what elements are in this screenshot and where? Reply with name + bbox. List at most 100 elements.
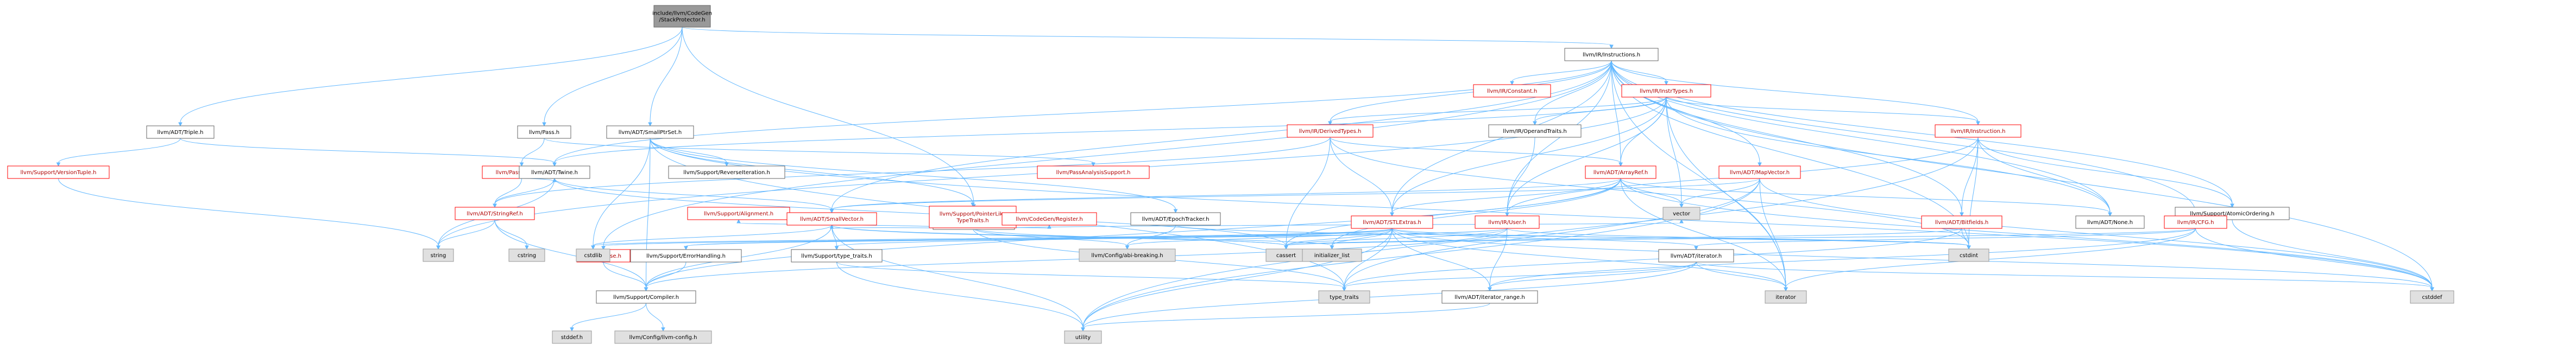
node-label: llvm/IR/Constant.h: [1487, 88, 1537, 94]
node-versiontuple[interactable]: llvm/Support/VersionTuple.h: [7, 165, 110, 179]
edge-stlextras-to-initlist: [1330, 228, 1393, 250]
edge-root-to-smallptrset: [648, 27, 683, 127]
edge-line: [1681, 178, 1760, 205]
edge-atomicordering-to-cstddef: [2232, 219, 2434, 292]
node-passanalysissupport[interactable]: llvm/PassAnalysisSupport.h: [1037, 165, 1150, 179]
node-cstdint: cstdint: [1948, 248, 1989, 262]
edge-insttypes-to-vector: [1666, 97, 1684, 208]
edge-line: [1507, 97, 1667, 213]
node-insttypes[interactable]: llvm/IR/InstrTypes.h: [1621, 84, 1711, 98]
edge-triple-to-versiontuple: [56, 138, 181, 167]
edge-line: [1759, 178, 2433, 288]
node-reverseiteration[interactable]: llvm/Support/ReverseIteration.h: [668, 165, 785, 179]
node-label: TypeTraits.h: [956, 218, 988, 224]
node-derivedtypes[interactable]: llvm/IR/DerivedTypes.h: [1287, 124, 1374, 138]
node-errorhandling[interactable]: llvm/Support/ErrorHandling.h: [630, 249, 742, 263]
edge-arrowhead: [1505, 212, 1509, 217]
node-box: [423, 248, 454, 262]
node-box: [1662, 207, 1700, 220]
node-label: llvm/ADT/EpochTracker.h: [1142, 216, 1210, 222]
node-label: llvm/IR/InstrTypes.h: [1640, 88, 1693, 94]
node-box: [2164, 215, 2227, 229]
node-twine[interactable]: llvm/ADT/Twine.h: [519, 165, 590, 179]
node-label: llvm/ADT/iterator_range.h: [1454, 295, 1525, 301]
node-label: llvm/IR/DerivedTypes.h: [1299, 129, 1362, 135]
edge-line: [58, 138, 181, 163]
edge-arrowhead: [1488, 287, 1492, 292]
edge-line: [554, 97, 1667, 163]
edge-line: [646, 138, 651, 288]
node-pass[interactable]: llvm/Pass.h: [517, 125, 571, 139]
node-box: [614, 330, 712, 344]
node-iterator[interactable]: llvm/ADT/iterator.h: [1658, 249, 1734, 263]
node-user[interactable]: llvm/IR/User.h: [1475, 215, 1540, 229]
node-box: [146, 125, 215, 139]
node-typetraitsllvm[interactable]: llvm/Support/type_traits.h: [791, 249, 883, 263]
node-label: llvm/Support/ErrorHandling.h: [646, 253, 726, 259]
edge-root-to-instructions: [682, 27, 1614, 49]
node-mapvector[interactable]: llvm/ADT/MapVector.h: [1718, 165, 1801, 179]
node-label: cassert: [1276, 253, 1296, 259]
node-stringref[interactable]: llvm/ADT/StringRef.h: [455, 207, 535, 220]
edge-line: [1286, 137, 1331, 246]
edge-line: [650, 138, 727, 163]
node-operandtraits[interactable]: llvm/IR/OperandTraits.h: [1488, 124, 1582, 138]
node-instructions[interactable]: llvm/IR/Instructions.h: [1564, 48, 1659, 61]
edge-line: [603, 261, 646, 288]
node-smallvector[interactable]: llvm/ADT/SmallVector.h: [786, 212, 877, 226]
node-label: iterator: [1775, 295, 1796, 301]
edge-line: [832, 178, 1621, 210]
edge-arrowhead: [661, 327, 665, 332]
node-box: [1621, 84, 1711, 98]
edge-line: [1330, 137, 1969, 246]
edge-line: [1611, 60, 2233, 205]
edge-line: [1082, 228, 1393, 328]
edge-arrowhead: [829, 209, 834, 214]
node-iteratorstd: iterator: [1765, 290, 1807, 304]
edge-line: [1344, 178, 1760, 288]
edge-line: [832, 60, 1612, 210]
node-label: llvm/ADT/SmallPtrSet.h: [619, 130, 682, 136]
node-iteratorrange[interactable]: llvm/ADT/iterator_range.h: [1441, 290, 1538, 304]
node-instruction[interactable]: llvm/IR/Instruction.h: [1935, 124, 2021, 138]
edge-line: [1785, 228, 2196, 288]
node-stddef: stddef.h: [552, 330, 592, 344]
node-stlextras[interactable]: llvm/ADT/STLExtras.h: [1351, 215, 1433, 229]
node-box: [508, 248, 545, 262]
node-epochtracker[interactable]: llvm/ADT/EpochTracker.h: [1130, 212, 1221, 226]
edge-line: [1489, 261, 1697, 288]
edge-line: [1977, 137, 2111, 213]
edge-line: [1620, 178, 1682, 205]
node-initlist: initializer_list: [1302, 248, 1362, 262]
node-label: llvm/IR/OperandTraits.h: [1503, 129, 1566, 135]
node-cstddef: cstddef: [2410, 290, 2454, 304]
edge-line: [832, 178, 1760, 210]
node-label: llvm/Support/Compiler.h: [613, 295, 679, 301]
edge-line: [593, 228, 1393, 246]
node-triple[interactable]: llvm/ADT/Triple.h: [146, 125, 215, 139]
edge-line: [1286, 228, 1508, 246]
node-compiler[interactable]: llvm/Support/Compiler.h: [596, 290, 696, 304]
edge-line: [1696, 228, 2196, 247]
node-cfg[interactable]: llvm/IR/CFG.h: [2164, 215, 2227, 229]
edge-arrowhead: [591, 245, 595, 250]
edge-arrowhead: [1758, 162, 1762, 167]
node-bitfields[interactable]: llvm/ADT/Bitfields.h: [1921, 215, 2002, 229]
node-register[interactable]: llvm/CodeGen/Register.h: [1002, 212, 1097, 226]
node-alignment[interactable]: llvm/Support/Alignment.h: [687, 207, 790, 220]
node-smallptrset[interactable]: llvm/ADT/SmallPtrSet.h: [606, 125, 694, 139]
node-none[interactable]: llvm/ADT/None.h: [2075, 215, 2145, 229]
node-box: [1037, 165, 1150, 179]
edge-line: [1696, 261, 2433, 288]
edge-stlextras-to-cstddef: [1391, 228, 2434, 292]
node-arrayref[interactable]: llvm/ADT/ArrayRef.h: [1585, 165, 1657, 179]
edge-instruction-to-bitfields: [1960, 137, 1979, 217]
edge-smallptrset-to-cstddef: [650, 138, 2434, 292]
node-box: [2075, 215, 2145, 229]
edge-line: [1696, 261, 1786, 288]
node-constant[interactable]: llvm/IR/Constant.h: [1473, 84, 1551, 98]
node-root[interactable]: include/llvm/CodeGen/StackProtector.h: [652, 5, 712, 28]
edge-mapvector-to-vector: [1679, 178, 1760, 208]
edge-arrowhead: [1091, 162, 1095, 167]
